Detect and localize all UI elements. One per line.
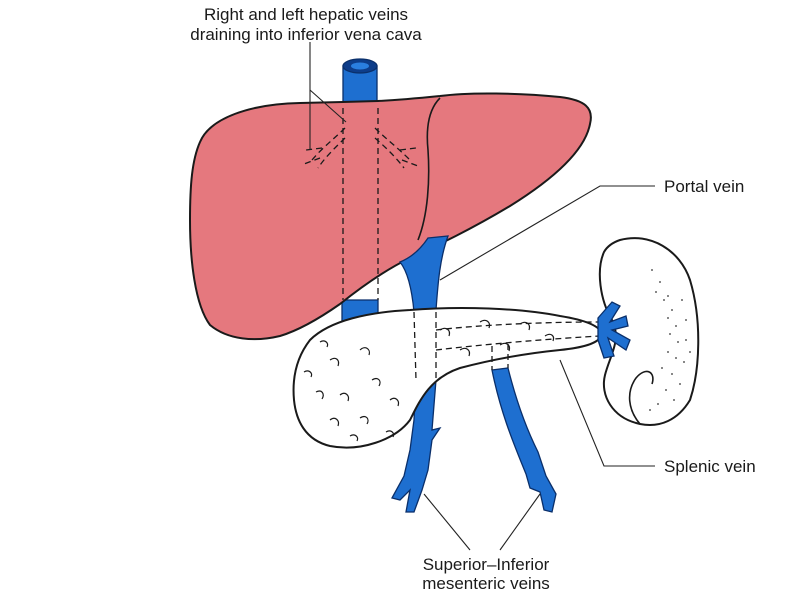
label-hepatic-line1: Right and left hepatic veins <box>204 5 408 24</box>
inferior-mesenteric-vein <box>492 368 556 512</box>
label-mesenteric-line2: mesenteric veins <box>422 574 550 593</box>
label-hepatic-line2: draining into inferior vena cava <box>190 25 422 44</box>
label-splenic-vein: Splenic vein <box>664 457 756 476</box>
label-portal-vein: Portal vein <box>664 177 744 196</box>
liver <box>190 93 591 339</box>
label-mesenteric-line1: Superior–Inferior <box>423 555 550 574</box>
